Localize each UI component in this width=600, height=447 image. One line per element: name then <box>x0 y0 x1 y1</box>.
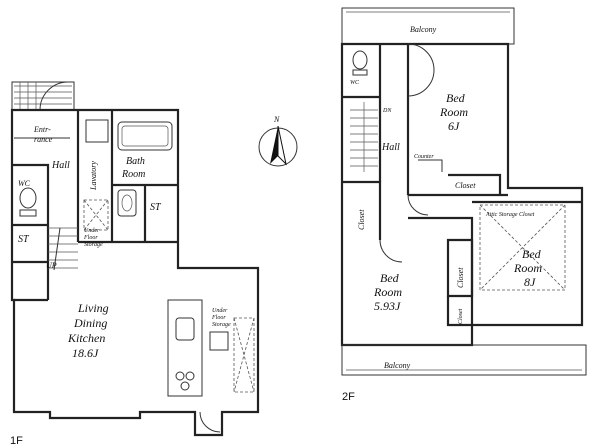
washbasin-bowl <box>121 194 133 212</box>
stove-burner-1 <box>175 371 185 381</box>
bed2-label-1: Bed <box>380 271 400 285</box>
compass-north-label: N <box>273 115 280 124</box>
kitchen-sink <box>175 317 195 341</box>
bathtub <box>117 121 173 151</box>
under-floor-label-2: Floor <box>83 235 98 241</box>
toilet-2f-tank <box>352 69 368 76</box>
bed3-label-1: Bed <box>522 247 542 261</box>
st-label-1: ST <box>18 234 30 245</box>
attic-box <box>479 204 566 291</box>
up-label: UP <box>46 261 57 270</box>
bath-label-1: Bath <box>126 156 145 167</box>
counter-shape <box>418 159 443 172</box>
kitchen-storage-label-2: Floor <box>211 315 226 321</box>
st-label-2: ST <box>150 202 162 213</box>
compass-needle-dark <box>270 126 278 164</box>
bed3-size-label: 8J <box>524 275 536 289</box>
hall-2f-label: Hall <box>381 142 400 153</box>
floor1-outer-wall <box>10 108 260 437</box>
closet-left-label: Closet <box>357 209 366 230</box>
closet-small-box <box>446 296 472 327</box>
entrance-label-2: rance <box>34 135 53 144</box>
floor-1-plan <box>10 81 260 437</box>
closet-mid-box <box>446 238 474 298</box>
entrance-door-swing <box>39 81 69 111</box>
bed2-door-swing <box>379 239 403 263</box>
ldk-label-2: Dining <box>73 316 107 330</box>
bed2-size-label: 5.93J <box>374 299 401 313</box>
kitchen-under-floor-storage <box>233 317 255 393</box>
stove-burner-3 <box>180 381 190 391</box>
bed1-label-2: Room <box>439 105 468 119</box>
floor1-label: 1F <box>10 435 23 447</box>
stair-arrow <box>53 227 61 271</box>
under-floor-label-1: Under <box>84 228 100 234</box>
back-door-swing <box>199 411 221 433</box>
closet-top-box <box>448 173 502 195</box>
toilet-2f <box>352 50 368 70</box>
kitchen-storage-label-3: Storage <box>212 322 231 328</box>
stair-treads-1f <box>48 227 78 269</box>
washbasin <box>117 189 137 217</box>
kitchen-under-floor-cross <box>233 317 255 393</box>
bed2-label-2: Room <box>373 285 402 299</box>
wc-label: WC <box>18 179 31 188</box>
floor-2-plan <box>340 7 587 376</box>
dn-label: DN <box>382 108 392 114</box>
stove-burner-2 <box>185 371 195 381</box>
ldk-size-label: 18.6J <box>72 346 99 360</box>
under-floor-storage-cross <box>83 199 109 231</box>
bottom-balcony <box>341 344 587 376</box>
closet-small-label: Closet <box>458 308 464 324</box>
balcony-bottom-label: Balcony <box>384 361 411 370</box>
balcony-door-swing <box>407 43 435 97</box>
ldk-label-3: Kitchen <box>67 331 105 345</box>
toilet-tank <box>19 209 37 217</box>
hall-label: Hall <box>51 160 70 171</box>
closet-top-label: Closet <box>455 181 476 190</box>
bathtub-inner <box>121 125 169 147</box>
porch-hatch <box>14 82 72 110</box>
compass-needle-light <box>277 125 287 166</box>
refrigerator <box>209 331 229 351</box>
wall-closet-left <box>342 180 382 240</box>
counter-label: Counter <box>414 154 434 160</box>
kitchen-storage-label-1: Under <box>212 308 228 314</box>
floor2-outer-wall <box>340 42 584 347</box>
floor2-label: 2F <box>342 391 355 403</box>
toilet-bowl <box>19 187 37 209</box>
kitchen-counter <box>167 299 203 397</box>
entrance-label-1: Entr- <box>33 125 51 134</box>
bath-label-2: Room <box>121 169 145 180</box>
bed1-size-label: 6J <box>448 119 460 133</box>
under-floor-storage-box <box>83 199 109 231</box>
ldk-label-1: Living <box>77 301 109 315</box>
balcony-top-label: Balcony <box>410 25 437 34</box>
attic-label: Attic Storage Closet <box>485 212 535 218</box>
closet-mid-label: Closet <box>456 267 465 288</box>
lavatory-label: Lavatory <box>89 161 98 191</box>
wall-wc-left <box>12 163 50 300</box>
attic-cross <box>479 204 566 291</box>
compass <box>258 125 298 167</box>
washer-space <box>85 119 109 143</box>
bed1-door-swing <box>407 194 429 216</box>
bed1-label-1: Bed <box>446 91 466 105</box>
bed3-label-2: Room <box>513 261 542 275</box>
under-floor-label-3: Storage <box>84 242 103 248</box>
wc-2f-label: WC <box>350 80 360 86</box>
